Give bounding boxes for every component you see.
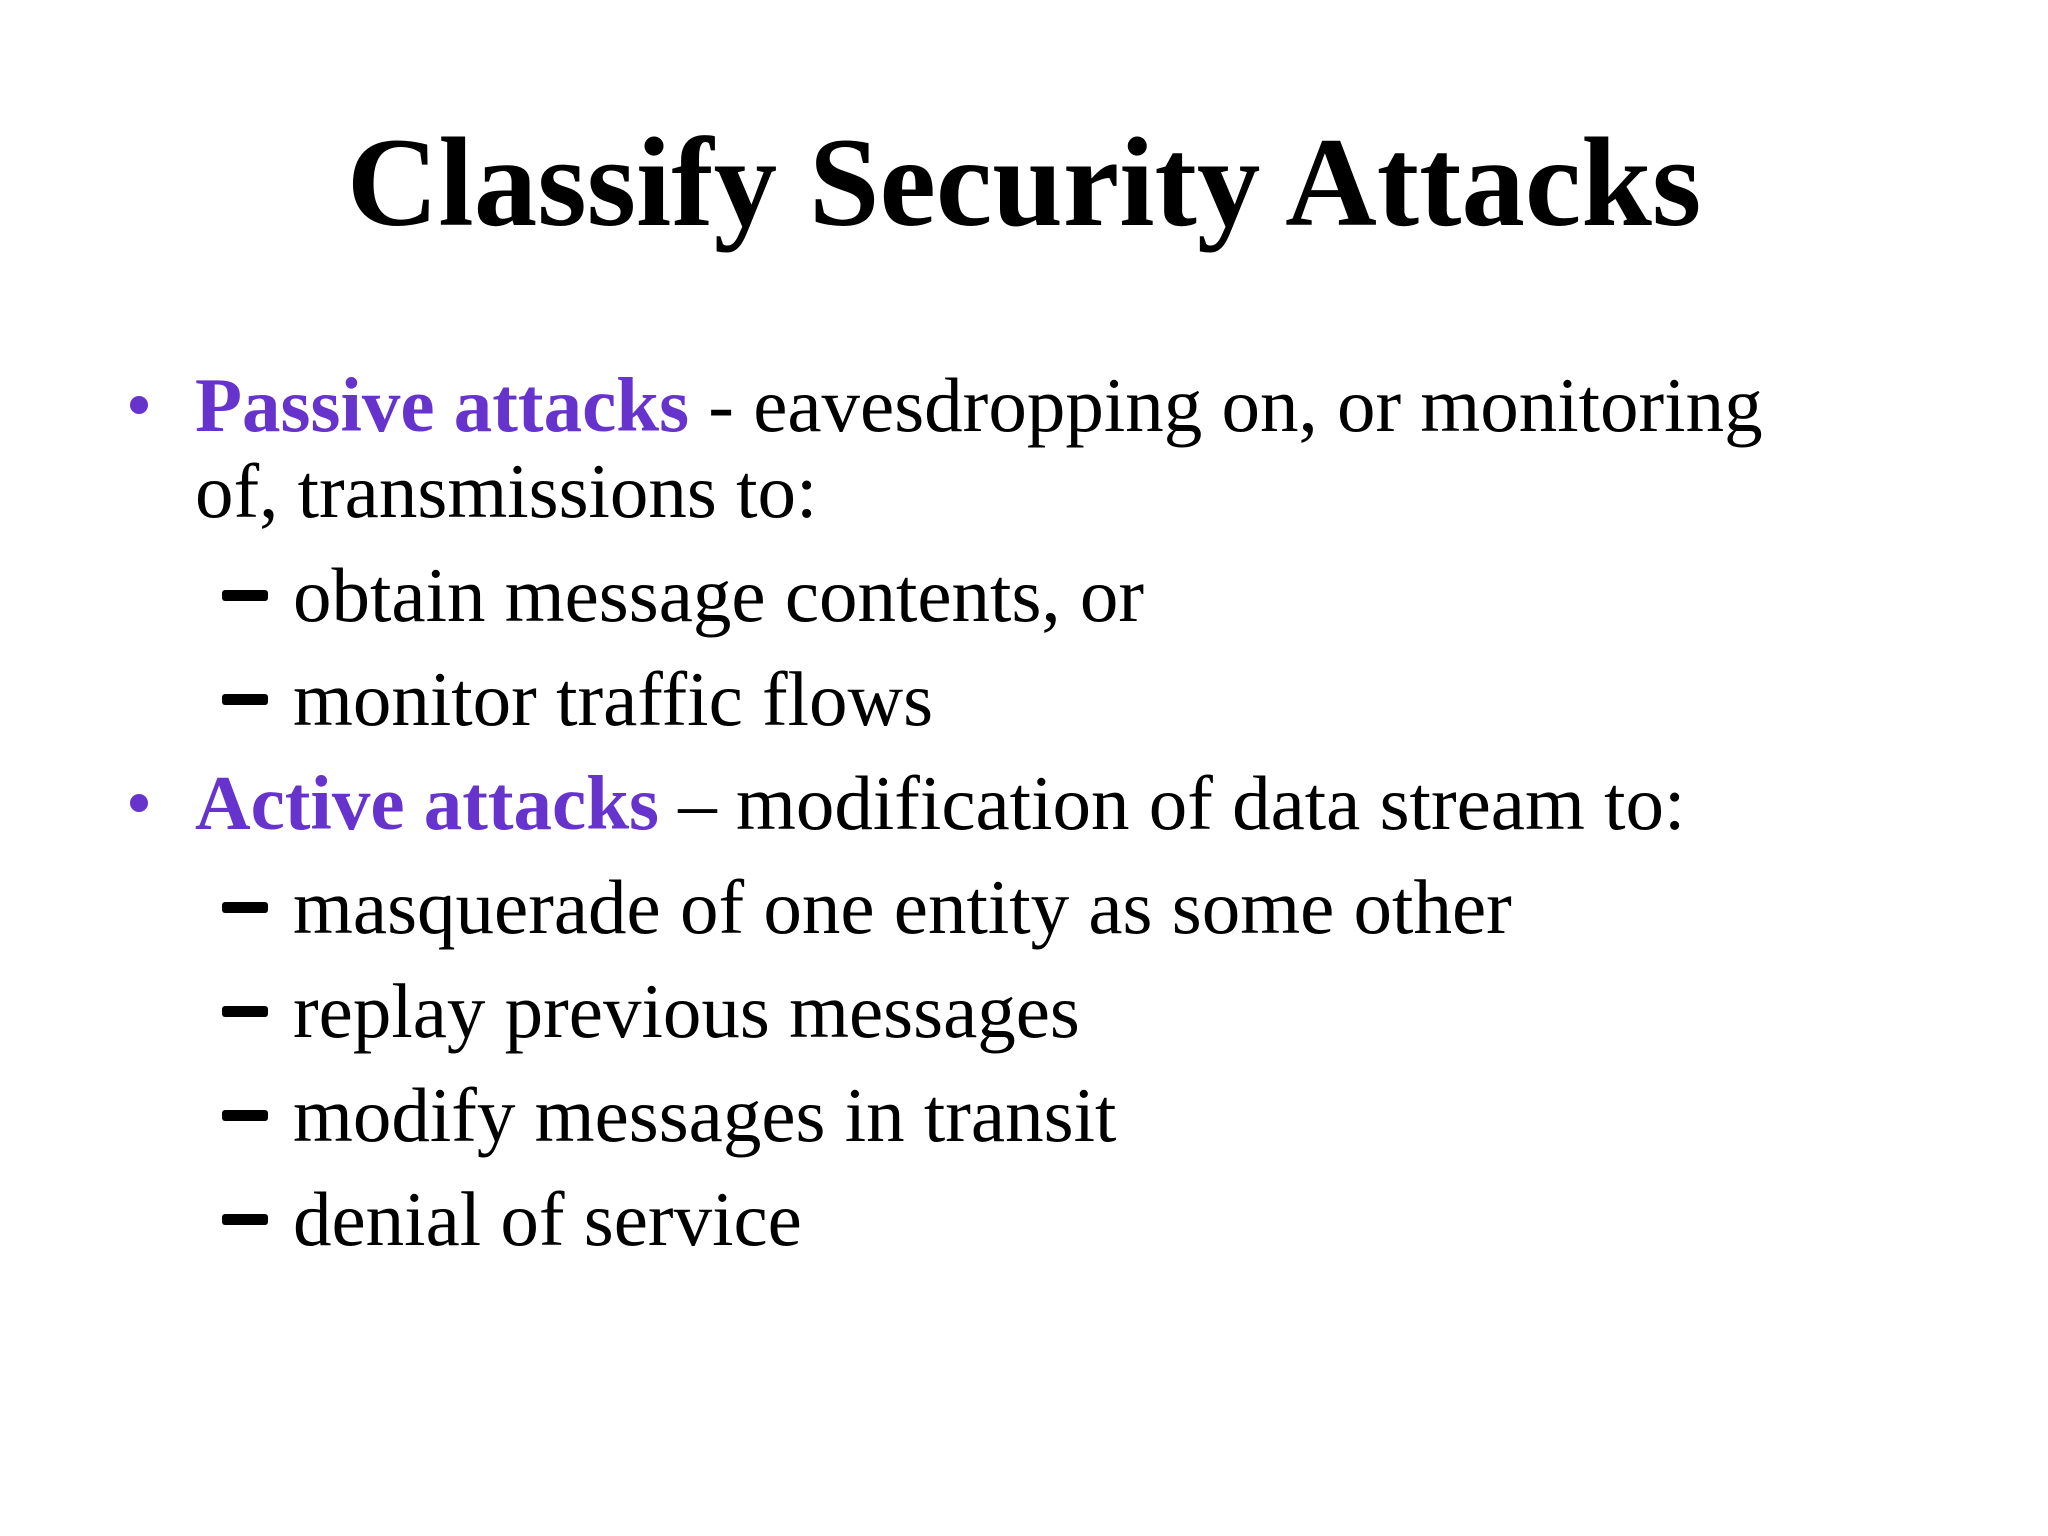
bullet-dot-icon [130, 794, 148, 812]
bullet-list: Passive attacks - eavesdropping on, or m… [115, 362, 1808, 1262]
active-attacks-description: – modification of data stream to: [659, 760, 1686, 846]
dash-bullet-icon [222, 1006, 268, 1017]
sub-bullet-label: denial of service [293, 1176, 802, 1262]
sub-bullet-label: modify messages in transit [293, 1072, 1117, 1158]
page-title: Classify Security Attacks [346, 113, 1702, 253]
passive-attacks-description: - eavesdropping on, or monitoring of, tr… [195, 362, 1763, 534]
sub-bullet-label: obtain message contents, or [293, 552, 1145, 638]
sub-bullet-obtain-message-contents: obtain message contents, or [115, 552, 1808, 638]
sub-bullet-modify: modify messages in transit [115, 1072, 1808, 1158]
dash-bullet-icon [222, 590, 268, 601]
sub-bullet-label: masquerade of one entity as some other [293, 864, 1512, 950]
bullet-dot-icon [130, 396, 148, 414]
dash-bullet-icon [222, 1214, 268, 1225]
dash-bullet-icon [222, 694, 268, 705]
bullet-item-passive: Passive attacks - eavesdropping on, or m… [115, 362, 1808, 534]
dash-bullet-icon [222, 1110, 268, 1121]
passive-attacks-term: Passive attacks [195, 362, 690, 448]
sub-bullet-label: replay previous messages [293, 968, 1080, 1054]
sub-bullet-label: monitor traffic flows [293, 656, 934, 742]
sub-bullet-masquerade: masquerade of one entity as some other [115, 864, 1808, 950]
sub-bullet-replay: replay previous messages [115, 968, 1808, 1054]
sub-bullet-denial-of-service: denial of service [115, 1176, 1808, 1262]
active-attacks-term: Active attacks [195, 760, 659, 846]
bullet-item-active: Active attacks – modification of data st… [115, 760, 1808, 846]
dash-bullet-icon [222, 902, 268, 913]
sub-bullet-monitor-traffic-flows: monitor traffic flows [115, 656, 1808, 742]
